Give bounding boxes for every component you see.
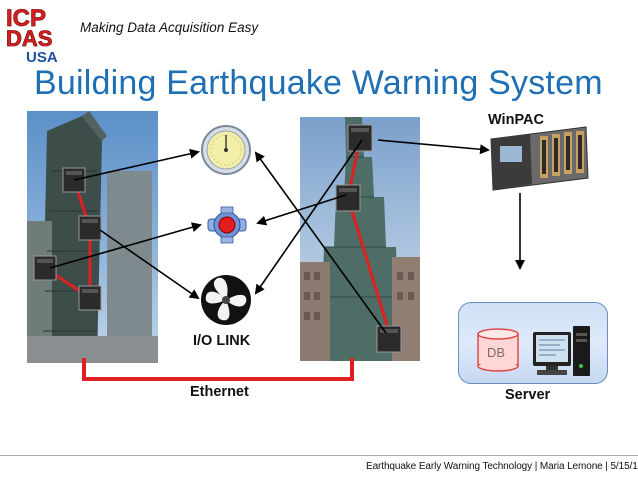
io-module-icon xyxy=(335,184,361,212)
svg-text:USA: USA xyxy=(26,49,58,64)
tagline: Making Data Acquisition Easy xyxy=(80,20,259,35)
winpac-label: WinPAC xyxy=(488,112,544,128)
io-module-icon xyxy=(78,285,102,311)
io-module-icon xyxy=(78,215,102,241)
logo-icon: ICP DAS USA xyxy=(6,5,58,64)
ethernet-line xyxy=(82,358,354,381)
winpac-controller-icon xyxy=(490,126,589,191)
io-module-icon xyxy=(376,325,402,353)
server-label: Server xyxy=(505,387,551,403)
page-title: Building Earthquake Warning System xyxy=(34,64,603,102)
server-computer-icon xyxy=(533,326,590,376)
io-link-label: I/O LINK xyxy=(193,333,251,349)
alarm-gauge-icon xyxy=(201,125,251,175)
company-logo: ICP DAS USA xyxy=(4,2,74,64)
io-module-icon xyxy=(347,124,373,152)
database-icon xyxy=(477,328,519,372)
footer-divider xyxy=(0,455,638,456)
alarm-siren-icon xyxy=(207,206,247,244)
footer-text: Earthquake Early Warning Technology | Ma… xyxy=(366,461,638,472)
signal-arrows xyxy=(49,139,525,334)
svg-text:ICP: ICP xyxy=(6,5,46,32)
ethernet-label: Ethernet xyxy=(190,384,249,400)
exhaust-fan-icon xyxy=(201,275,251,325)
db-label: DB xyxy=(487,345,506,360)
io-module-icon xyxy=(33,255,57,281)
svg-text:DAS: DAS xyxy=(6,26,52,51)
